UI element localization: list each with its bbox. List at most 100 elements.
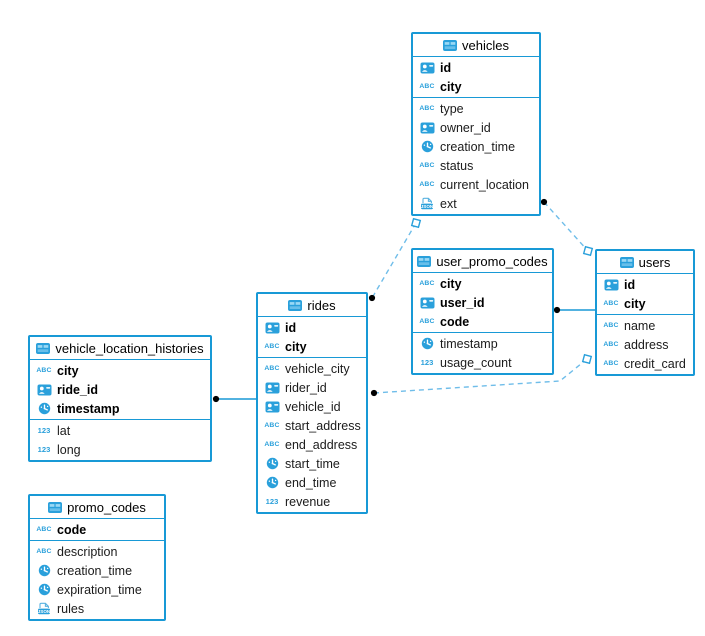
clock-icon <box>35 564 53 577</box>
column-expiration_time: expiration_time <box>30 580 164 599</box>
text-type-icon: ABC <box>603 300 619 307</box>
column-name: end_time <box>285 475 337 490</box>
column-id: id <box>258 318 366 337</box>
column-end_time: end_time <box>258 473 366 492</box>
text-type-icon: ABC <box>603 322 619 329</box>
number-type-icon: 123 <box>37 445 51 454</box>
json-icon: JSON <box>35 602 53 616</box>
column-name: user_id <box>440 295 485 310</box>
relation-endpoint-dot <box>370 389 378 397</box>
text-type-icon: ABC <box>264 365 280 372</box>
table-header[interactable]: rides <box>258 294 366 317</box>
table-icon <box>48 501 63 513</box>
column-name: address <box>624 337 669 352</box>
column-city: ABC city <box>413 77 539 96</box>
column-credit_card: ABC credit_card <box>597 354 693 373</box>
column-name: start_time <box>285 456 340 471</box>
clock-icon <box>35 583 53 596</box>
svg-text:JSON: JSON <box>421 204 434 209</box>
column-name: timestamp <box>440 336 498 351</box>
column-creation_time: creation_time <box>413 137 539 156</box>
column-name: vehicle_city <box>285 361 350 376</box>
relation-vehicles-to-users <box>543 201 589 252</box>
column-name: rider_id <box>285 380 327 395</box>
id-badge-icon <box>602 279 620 291</box>
text-type-icon: ABC <box>36 526 52 533</box>
table-icon <box>288 299 303 311</box>
column-name: name <box>624 318 656 333</box>
relation-endpoint-dot <box>540 198 548 206</box>
text-type-icon: ABC <box>264 422 280 429</box>
id-badge-icon <box>263 401 281 413</box>
column-name: city <box>57 363 79 378</box>
table-header[interactable]: users <box>597 251 693 274</box>
table-name: promo_codes <box>67 499 146 515</box>
column-name: current_location <box>440 177 529 192</box>
relation-endpoint-dot <box>553 306 561 314</box>
column-name: description <box>57 544 118 559</box>
column-timestamp: timestamp <box>30 399 210 418</box>
text-type-icon: ABC <box>36 548 52 555</box>
clock-icon <box>418 337 436 350</box>
text-type-icon: ABC <box>419 318 435 325</box>
column-name: expiration_time <box>57 582 142 597</box>
relation-endpoint-dot <box>368 294 376 302</box>
text-type-icon: ABC <box>603 341 619 348</box>
column-name: type <box>440 101 464 116</box>
text-type-icon: ABC <box>419 83 435 90</box>
clock-icon <box>35 402 53 415</box>
column-name: code <box>440 314 470 329</box>
table-name: vehicle_location_histories <box>55 340 204 356</box>
table-header[interactable]: user_promo_codes <box>413 250 552 273</box>
id-badge-icon <box>418 122 436 134</box>
column-address: ABC address <box>597 335 693 354</box>
column-name: vehicle_id <box>285 399 341 414</box>
table-header[interactable]: promo_codes <box>30 496 164 519</box>
column-name: id <box>285 320 297 335</box>
number-type-icon: 123 <box>37 426 51 435</box>
column-owner_id: owner_id <box>413 118 539 137</box>
column-name: status <box>440 158 474 173</box>
column-name: ABC name <box>597 316 693 335</box>
id-badge-icon <box>35 384 53 396</box>
table-header[interactable]: vehicles <box>413 34 539 57</box>
column-name: city <box>440 79 462 94</box>
table-icon <box>417 255 432 267</box>
id-badge-icon <box>263 382 281 394</box>
id-badge-icon <box>418 62 436 74</box>
table-icon <box>36 342 51 354</box>
text-type-icon: ABC <box>419 162 435 169</box>
column-name: revenue <box>285 494 331 509</box>
column-name: city <box>440 276 462 291</box>
column-description: ABC description <box>30 542 164 561</box>
table-header[interactable]: vehicle_location_histories <box>30 337 210 360</box>
column-name: credit_card <box>624 356 686 371</box>
column-timestamp: timestamp <box>413 334 552 353</box>
column-rider_id: rider_id <box>258 378 366 397</box>
column-name: rules <box>57 601 85 616</box>
column-start_time: start_time <box>258 454 366 473</box>
text-type-icon: ABC <box>603 360 619 367</box>
